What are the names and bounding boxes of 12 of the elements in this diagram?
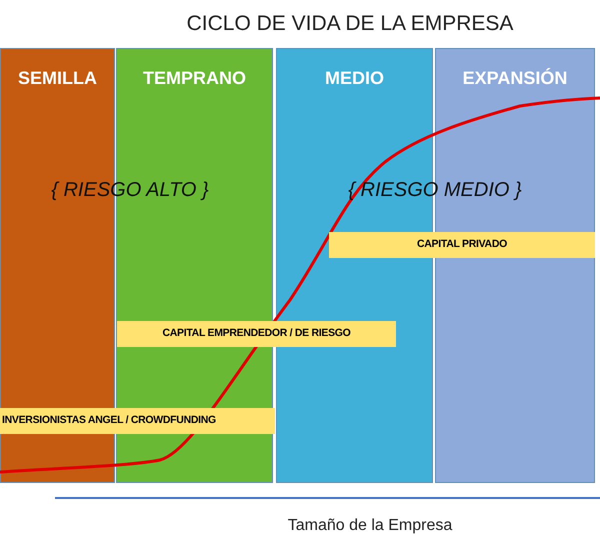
funding-box [0, 408, 275, 434]
funding-label: CAPITAL EMPRENDEDOR / DE RIESGO [162, 326, 351, 342]
stage-heading: SEMILLA [17, 67, 98, 90]
diagram-title: CICLO DE VIDA DE LA EMPRESA [186, 11, 514, 37]
stage-heading: TEMPRANO [142, 67, 247, 90]
stage-heading: MEDIO [324, 67, 385, 90]
axis-label: Tamaño de la Empresa [286, 516, 454, 536]
funding-box [117, 321, 396, 347]
stage-heading: EXPANSIÓN [462, 67, 568, 90]
funding-label: INVERSIONISTAS ANGEL / CROWDFUNDING [2, 413, 216, 428]
funding-box [329, 232, 595, 258]
funding-label: CAPITAL PRIVADO [416, 237, 507, 252]
